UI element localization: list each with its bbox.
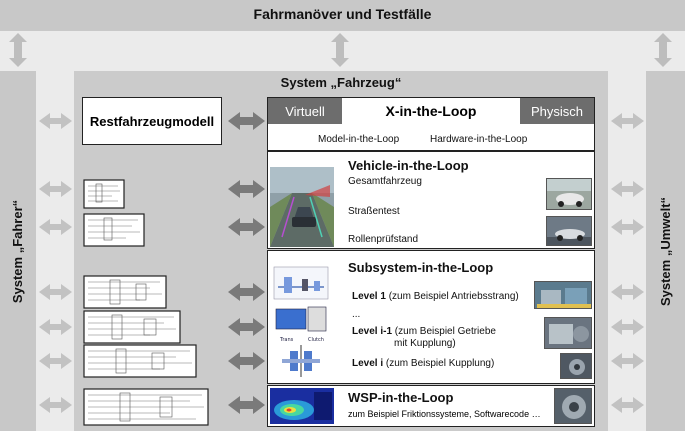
model-thumb-6 bbox=[84, 389, 208, 425]
model-thumb-1 bbox=[84, 180, 124, 208]
model-thumb-4 bbox=[84, 311, 180, 343]
model-thumb-3 bbox=[84, 276, 166, 308]
model-thumb-5 bbox=[84, 345, 196, 377]
model-thumb-2 bbox=[84, 214, 144, 246]
